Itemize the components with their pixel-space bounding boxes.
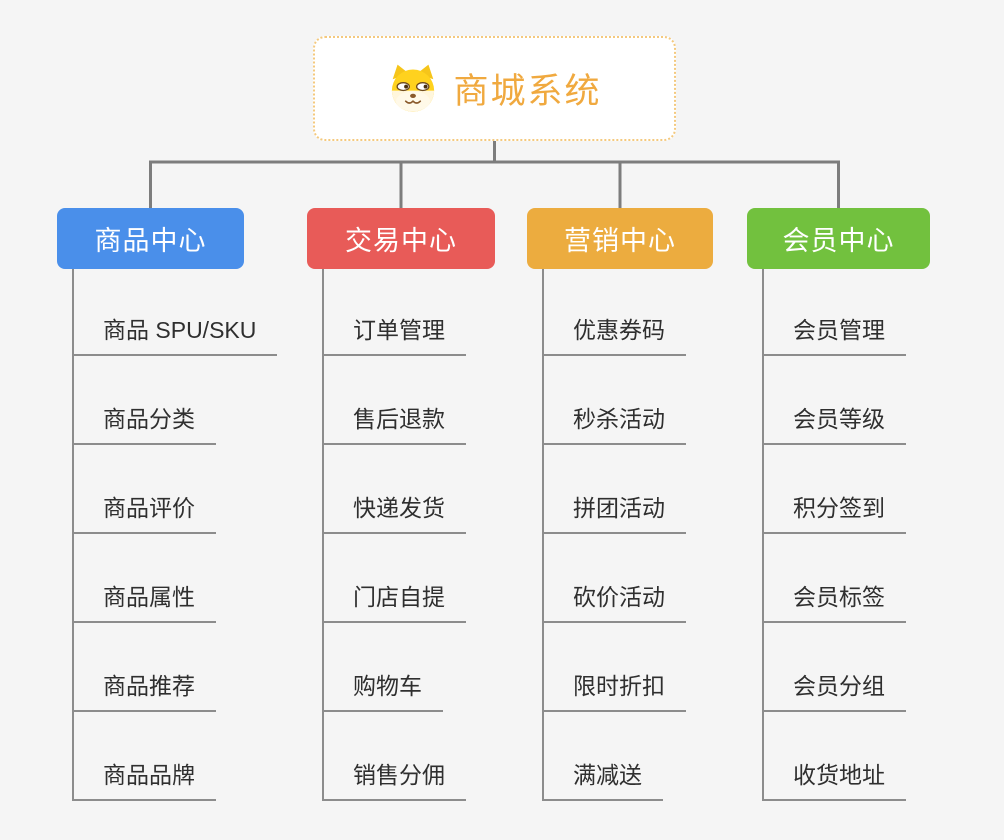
child-node[interactable]: 收货地址 [762,756,906,801]
branch-column: 会员管理会员等级积分签到会员标签会员分组收货地址 [762,269,1004,809]
child-node[interactable]: 售后退款 [322,400,466,445]
branch-node[interactable]: 交易中心 [307,208,495,269]
branch-column: 优惠券码秒杀活动拼团活动砍价活动限时折扣满减送 [542,269,822,809]
trunk-line [72,269,74,801]
branch-column: 商品 SPU/SKU 商品分类商品评价商品属性商品推荐商品品牌 [72,269,352,809]
trunk-line [542,269,544,801]
child-node[interactable]: 销售分佣 [322,756,466,801]
child-node[interactable]: 商品品牌 [72,756,216,801]
child-node[interactable]: 限时折扣 [542,667,686,712]
trunk-line [762,269,764,801]
child-node[interactable]: 会员分组 [762,667,906,712]
child-node[interactable]: 会员标签 [762,578,906,623]
root-node[interactable]: 商城系统 [313,36,676,141]
child-node[interactable]: 商品属性 [72,578,216,623]
child-node[interactable]: 快递发货 [322,489,466,534]
child-node[interactable]: 拼团活动 [542,489,686,534]
trunk-line [322,269,324,801]
doge-icon [392,64,435,112]
child-node[interactable]: 砍价活动 [542,578,686,623]
child-node[interactable]: 订单管理 [322,311,466,356]
root-title: 商城系统 [453,72,602,111]
child-node[interactable]: 商品推荐 [72,667,216,712]
child-node[interactable]: 商品 SPU/SKU [72,311,278,356]
branch-node[interactable]: 会员中心 [747,208,930,269]
child-node[interactable]: 商品分类 [72,400,216,445]
child-node[interactable]: 秒杀活动 [542,400,686,445]
branch-node[interactable]: 营销中心 [527,208,713,269]
child-node[interactable]: 会员管理 [762,311,906,356]
child-node[interactable]: 满减送 [542,756,663,801]
child-node[interactable]: 购物车 [322,667,443,712]
child-node[interactable]: 会员等级 [762,400,906,445]
child-node[interactable]: 门店自提 [322,578,466,623]
branch-column: 订单管理售后退款快递发货门店自提购物车销售分佣 [322,269,602,809]
child-node[interactable]: 商品评价 [72,489,216,534]
child-node[interactable]: 积分签到 [762,489,906,534]
branch-node[interactable]: 商品中心 [57,208,244,269]
child-node[interactable]: 优惠券码 [542,311,686,356]
